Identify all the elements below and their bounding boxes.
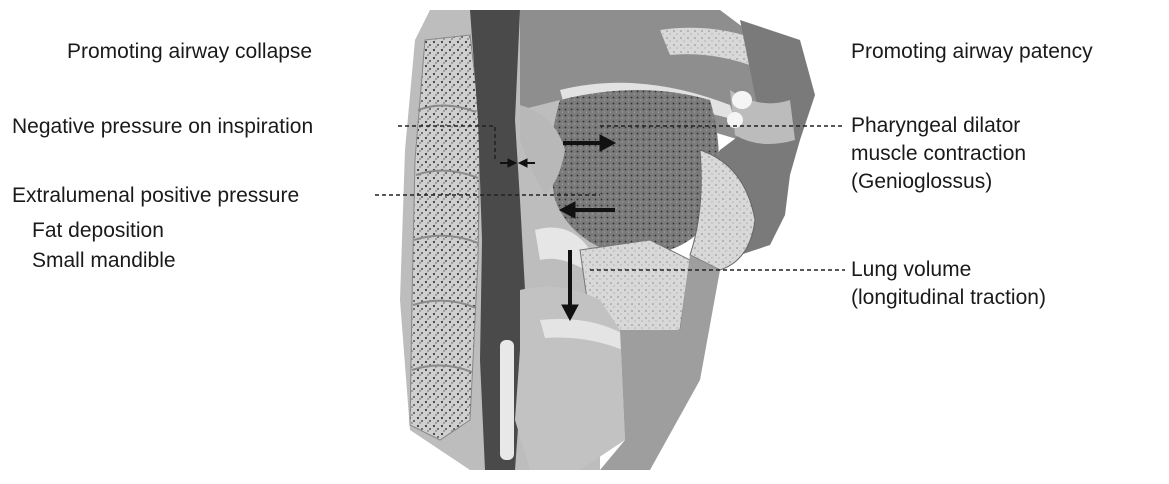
upper-teeth (732, 91, 752, 109)
heading-promoting-collapse: Promoting airway collapse (67, 39, 312, 65)
label-fat-deposition: Fat deposition (32, 218, 164, 244)
label-pharyngeal-dilator: Pharyngeal dilator muscle contraction (G… (851, 112, 1026, 196)
label-extralumenal-pressure: Extralumenal positive pressure (12, 183, 299, 209)
trachea-wall (500, 340, 514, 460)
label-small-mandible: Small mandible (32, 248, 176, 274)
label-pharyngeal-dilator-line-3: (Genioglossus) (851, 168, 1026, 196)
label-pharyngeal-dilator-line-2: muscle contraction (851, 140, 1026, 168)
label-lung-volume: Lung volume (longitudinal traction) (851, 256, 1046, 312)
label-lung-volume-line-1: Lung volume (851, 256, 1046, 284)
heading-promoting-patency: Promoting airway patency (851, 39, 1093, 65)
tongue (551, 90, 719, 255)
label-pharyngeal-dilator-line-1: Pharyngeal dilator (851, 112, 1026, 140)
label-lung-volume-line-2: (longitudinal traction) (851, 284, 1046, 312)
label-negative-pressure: Negative pressure on inspiration (12, 114, 313, 140)
